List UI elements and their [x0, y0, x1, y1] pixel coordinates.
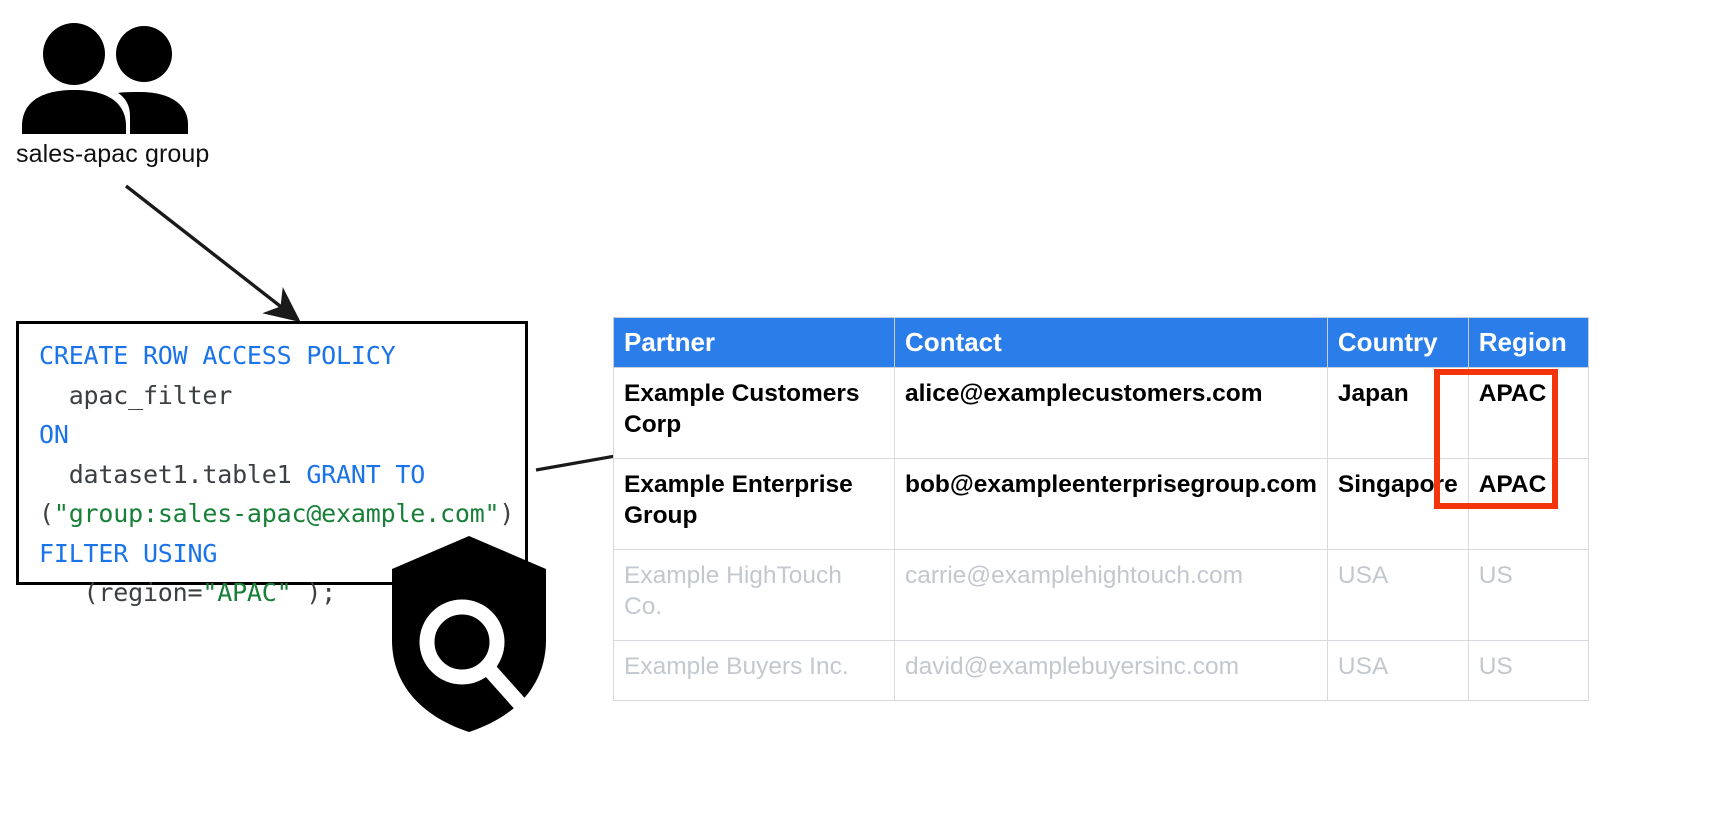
cell-region: APAC — [1467, 458, 1589, 550]
cell-partner: Example Buyers Inc. — [613, 640, 895, 701]
sql-code-text: CREATE ROW ACCESS POLICY apac_filter ON … — [39, 341, 515, 607]
table-row: Example Buyers Inc. david@examplebuyersi… — [613, 640, 1589, 701]
cell-country: USA — [1326, 549, 1469, 641]
sql-code-box: CREATE ROW ACCESS POLICY apac_filter ON … — [16, 321, 528, 607]
cell-country: USA — [1326, 640, 1469, 701]
cell-region: APAC — [1467, 367, 1589, 459]
table-row: Example HighTouch Co. carrie@examplehigh… — [613, 549, 1589, 641]
cell-partner: Example Enterprise Group — [613, 458, 895, 550]
table-row: Example Enterprise Group bob@exampleente… — [613, 458, 1589, 550]
cell-contact: bob@exampleenterprisegroup.com — [894, 458, 1328, 550]
cell-contact: david@examplebuyersinc.com — [894, 640, 1328, 701]
group-to-policy-arrow — [124, 184, 301, 323]
cell-contact: carrie@examplehightouch.com — [894, 549, 1328, 641]
table-row: Example Customers Corp alice@examplecust… — [613, 367, 1589, 459]
table-header-row: Partner Contact Country Region — [613, 317, 1589, 368]
cell-country: Singapore — [1326, 458, 1469, 550]
column-header-country[interactable]: Country — [1326, 317, 1469, 368]
cell-region: US — [1467, 549, 1589, 641]
column-header-partner[interactable]: Partner — [613, 317, 895, 368]
cell-country: Japan — [1326, 367, 1469, 459]
column-header-region[interactable]: Region — [1467, 317, 1589, 368]
cell-contact: alice@examplecustomers.com — [894, 367, 1328, 459]
partner-table: Partner Contact Country Region Example C… — [613, 317, 1589, 701]
shield-magnifier-icon — [392, 536, 546, 732]
cell-partner: Example Customers Corp — [613, 367, 895, 459]
cell-partner: Example HighTouch Co. — [613, 549, 895, 641]
group-label: sales-apac group — [16, 140, 210, 168]
cell-region: US — [1467, 640, 1589, 701]
people-group-icon — [22, 22, 200, 134]
column-header-contact[interactable]: Contact — [894, 317, 1328, 368]
